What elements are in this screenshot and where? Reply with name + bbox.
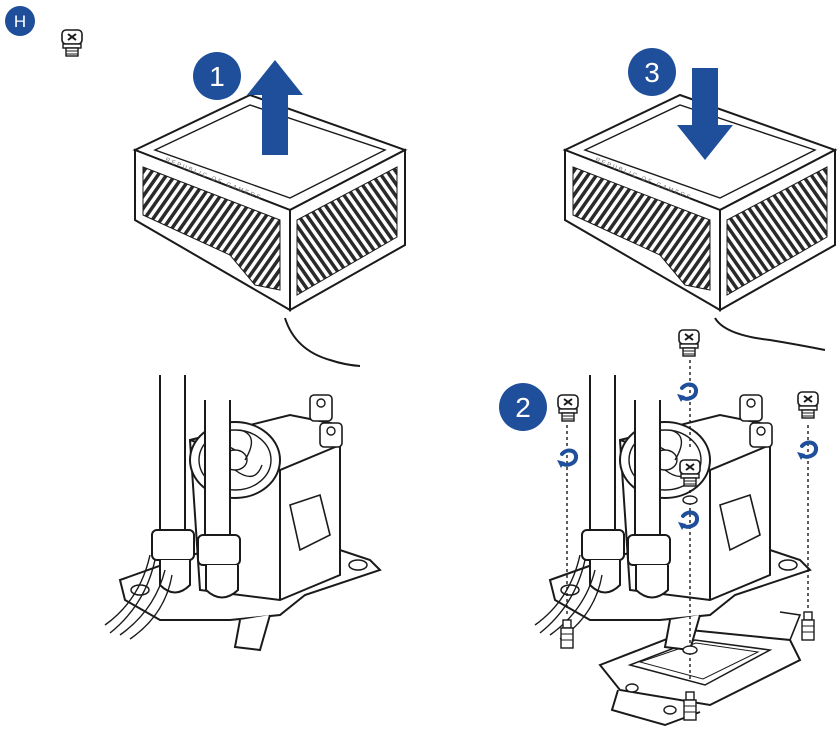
standoff-hole bbox=[682, 645, 698, 655]
arrow-down-icon bbox=[677, 68, 733, 160]
left-panel: REPUBLIC OF GAMERS 1 bbox=[104, 52, 406, 651]
washer bbox=[682, 495, 698, 505]
cable-left bbox=[284, 317, 361, 367]
step-badge-1: 1 bbox=[193, 52, 241, 100]
thumbscrew-icon bbox=[557, 394, 579, 422]
pump-block-right bbox=[534, 374, 811, 651]
pump-cover-right: REPUBLIC OF GAMERS bbox=[564, 94, 836, 311]
step-label-1: 1 bbox=[209, 61, 225, 92]
rotate-clockwise-icon bbox=[555, 448, 579, 470]
standoff bbox=[560, 619, 574, 649]
section-badge: H bbox=[5, 6, 35, 36]
thumbscrew-icon bbox=[61, 29, 83, 57]
step-badge-3: 3 bbox=[628, 48, 676, 96]
arrow-up-icon bbox=[247, 60, 303, 155]
thumbscrew-icon bbox=[678, 329, 700, 357]
thumbscrew-icon bbox=[797, 391, 819, 419]
pump-block-left bbox=[104, 374, 381, 651]
pump-cover-left: REPUBLIC OF GAMERS bbox=[134, 94, 406, 311]
cpu-socket bbox=[598, 611, 802, 727]
rotate-clockwise-icon bbox=[675, 382, 699, 404]
section-label: H bbox=[14, 12, 26, 31]
rotate-clockwise-icon bbox=[795, 440, 819, 462]
step-label-3: 3 bbox=[644, 57, 660, 88]
right-panel: REPUBLIC OF GAMERS 3 bbox=[499, 48, 836, 727]
standoff bbox=[801, 611, 815, 641]
cable-right bbox=[714, 317, 826, 351]
standoff bbox=[683, 691, 697, 721]
step-badge-2: 2 bbox=[499, 383, 547, 431]
step-label-2: 2 bbox=[515, 392, 531, 423]
